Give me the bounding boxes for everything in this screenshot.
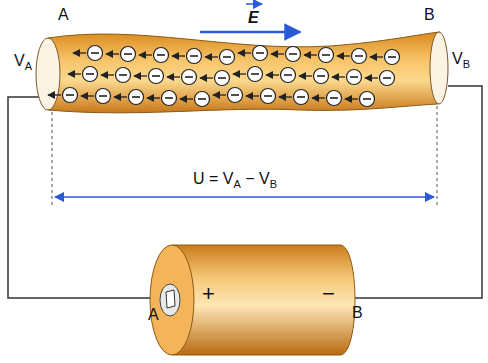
electron xyxy=(180,92,210,107)
electron xyxy=(172,49,202,64)
electron xyxy=(139,48,169,63)
electron xyxy=(266,68,296,83)
electron xyxy=(213,88,243,103)
dimension-arrow xyxy=(55,196,434,198)
conductor-wire xyxy=(48,32,440,113)
electron xyxy=(167,70,197,85)
electron xyxy=(48,88,78,103)
electron xyxy=(68,67,98,82)
electron xyxy=(299,69,329,84)
electron xyxy=(345,92,375,107)
electron xyxy=(332,70,362,85)
polarity-sign: − xyxy=(322,282,335,306)
polarity-sign: + xyxy=(202,282,215,306)
electron xyxy=(279,90,309,105)
electron xyxy=(233,67,263,82)
field-label: E xyxy=(248,9,259,27)
electron xyxy=(205,50,235,65)
electron xyxy=(73,46,103,61)
field-arrow xyxy=(200,31,300,34)
electrons xyxy=(48,46,400,107)
guide-line xyxy=(52,106,437,205)
electron xyxy=(147,91,177,106)
potential-label: VB xyxy=(452,50,470,70)
electron xyxy=(312,91,342,106)
electron xyxy=(114,90,144,105)
electron xyxy=(365,71,395,86)
electron xyxy=(106,47,136,62)
electron xyxy=(304,48,334,63)
electron xyxy=(81,89,111,104)
electron xyxy=(200,71,230,86)
point-label: A xyxy=(58,6,69,24)
battery xyxy=(150,245,355,355)
electron xyxy=(370,50,400,65)
vector-arrow xyxy=(246,3,262,5)
electron xyxy=(238,46,268,61)
electron xyxy=(337,49,367,64)
terminal-label: B xyxy=(352,304,363,322)
electron xyxy=(134,69,164,84)
potential-label: VA xyxy=(14,52,32,72)
electron xyxy=(271,47,301,62)
electron xyxy=(101,68,131,83)
wire-end xyxy=(430,32,448,104)
point-label: B xyxy=(424,6,435,24)
wire-end xyxy=(36,38,60,110)
voltage-equation: U = VA − VB xyxy=(193,170,277,190)
electron xyxy=(246,89,276,104)
terminal-label: A xyxy=(148,306,159,324)
